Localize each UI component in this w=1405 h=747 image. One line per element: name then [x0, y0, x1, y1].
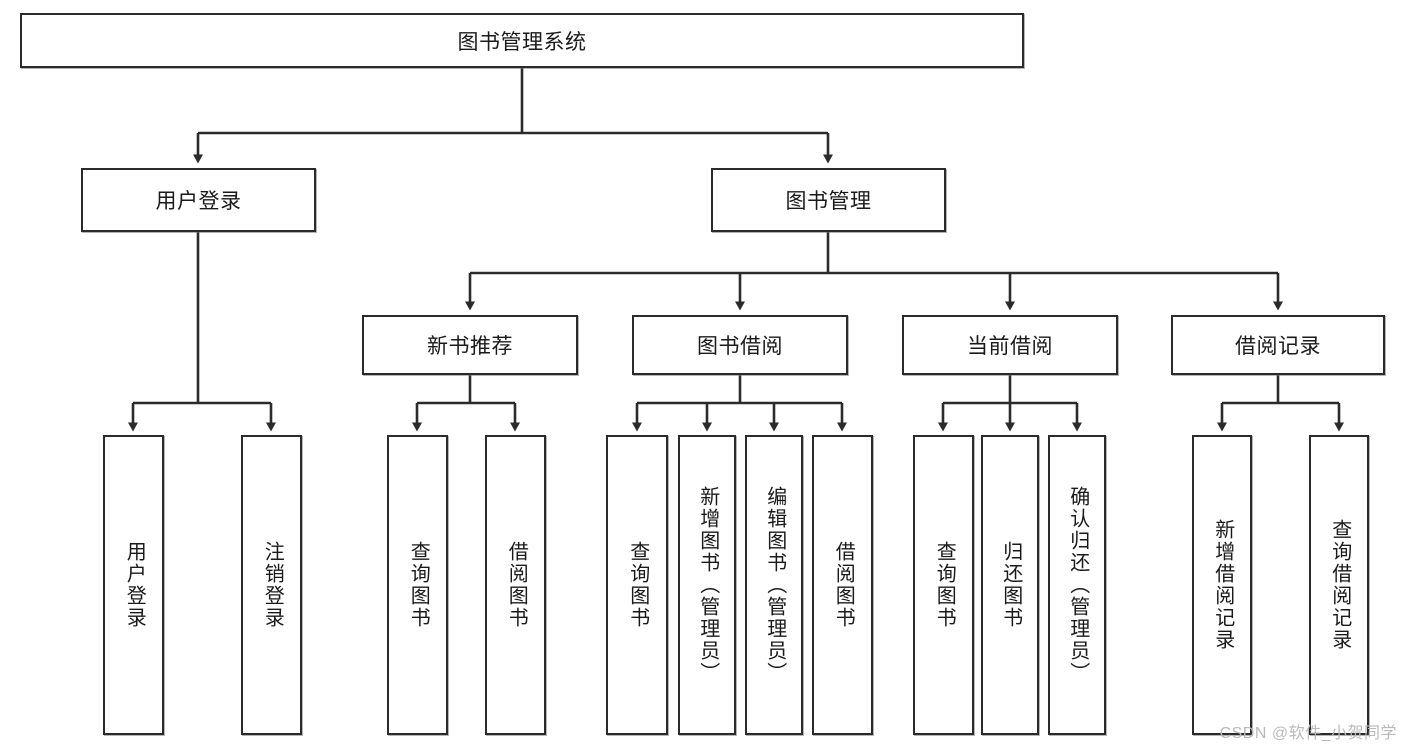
node-leaf-borrow-book-rec-label: 借阅图书: [505, 541, 528, 629]
node-book-manage[interactable]: 图书管理: [711, 168, 946, 232]
node-leaf-user-logout[interactable]: 注销登录: [241, 435, 302, 735]
node-current-borrow[interactable]: 当前借阅: [902, 315, 1118, 375]
node-leaf-query-book-rec[interactable]: 查询图书: [387, 435, 448, 735]
node-leaf-confirm-return[interactable]: 确认归还（管理员）: [1048, 435, 1106, 735]
node-user-login[interactable]: 用户登录: [81, 168, 316, 232]
node-borrow-record[interactable]: 借阅记录: [1171, 315, 1385, 375]
node-leaf-add-book[interactable]: 新增图书（管理员）: [678, 435, 736, 735]
node-leaf-add-record[interactable]: 新增借阅记录: [1192, 435, 1252, 735]
node-leaf-borrow-book[interactable]: 借阅图书: [812, 435, 873, 735]
node-leaf-edit-book-label: 编辑图书（管理员）: [763, 486, 786, 684]
node-leaf-query-book-borrow[interactable]: 查询图书: [606, 435, 668, 735]
node-leaf-query-book-cur-label: 查询图书: [933, 541, 956, 629]
node-leaf-borrow-book-rec[interactable]: 借阅图书: [485, 435, 546, 735]
watermark: CSDN @软件_小贺同学: [1219, 725, 1397, 742]
node-leaf-query-record[interactable]: 查询借阅记录: [1309, 435, 1369, 735]
node-new-book-recommend[interactable]: 新书推荐: [362, 315, 578, 375]
node-leaf-query-book-cur[interactable]: 查询图书: [913, 435, 974, 735]
node-leaf-return-book-label: 归还图书: [999, 541, 1022, 629]
node-root[interactable]: 图书管理系统: [20, 13, 1024, 68]
node-leaf-user-login-label: 用户登录: [123, 541, 146, 629]
node-leaf-confirm-return-label: 确认归还（管理员）: [1066, 486, 1089, 684]
node-book-borrow[interactable]: 图书借阅: [632, 315, 848, 375]
node-leaf-add-book-label: 新增图书（管理员）: [696, 486, 719, 684]
node-leaf-return-book[interactable]: 归还图书: [981, 435, 1039, 735]
node-leaf-borrow-book-label: 借阅图书: [832, 541, 855, 629]
node-leaf-user-logout-label: 注销登录: [261, 541, 284, 629]
node-leaf-edit-book[interactable]: 编辑图书（管理员）: [745, 435, 803, 735]
node-leaf-query-book-borrow-label: 查询图书: [626, 541, 649, 629]
node-leaf-add-record-label: 新增借阅记录: [1211, 519, 1234, 651]
node-leaf-user-login[interactable]: 用户登录: [103, 435, 164, 735]
node-leaf-query-record-label: 查询借阅记录: [1328, 519, 1351, 651]
node-leaf-query-book-rec-label: 查询图书: [407, 541, 430, 629]
